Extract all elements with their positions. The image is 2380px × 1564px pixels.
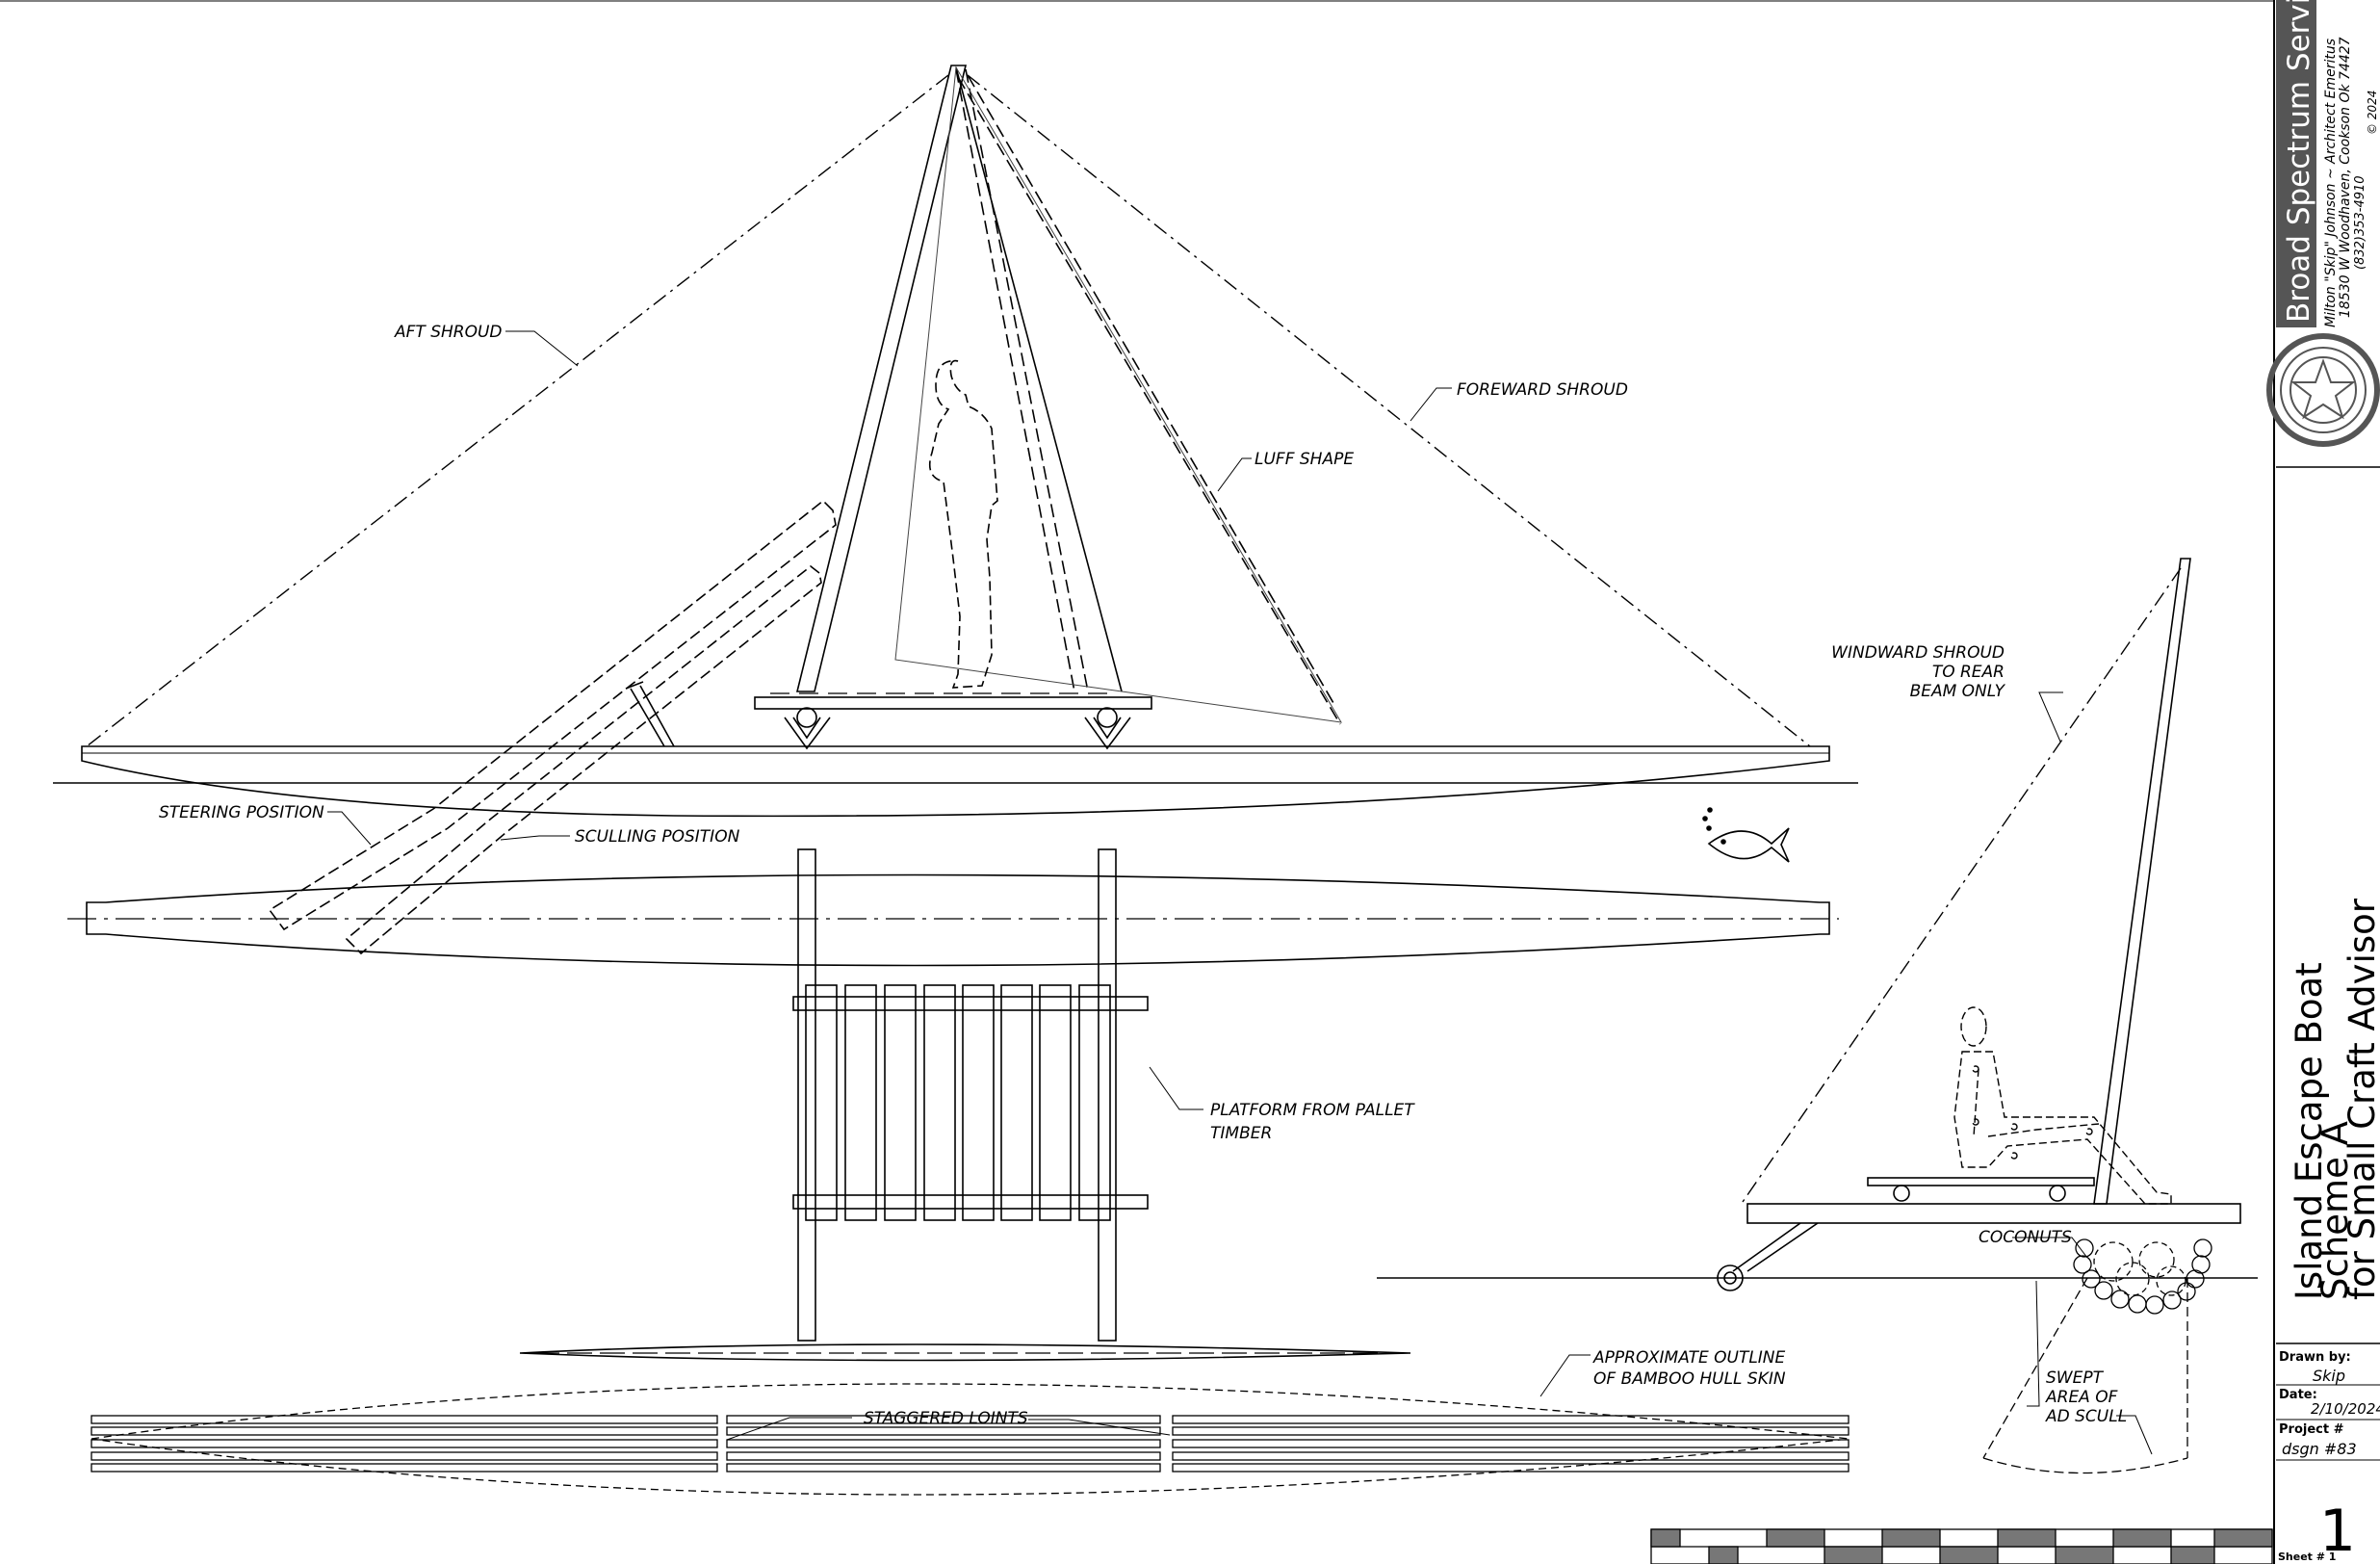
label-foreward-shroud: FOREWARD SHROUD (1457, 380, 1628, 400)
label-swept-3: AD SCULL (2045, 1407, 2127, 1426)
label-swept-2: AREA OF (2045, 1388, 2118, 1407)
project-title-2: Scheme A (2315, 1121, 2356, 1300)
copyright-line: © 2024 (2366, 91, 2379, 135)
platform-deck-side (754, 696, 1152, 710)
shrouds (86, 74, 1811, 747)
drawn-by-label: Drawn by: (2279, 1350, 2351, 1365)
crossbeam-fore (1098, 848, 1117, 1342)
sheet-number: 1 (2319, 1498, 2356, 1564)
foreward-shroud-line (967, 74, 1811, 747)
end-view-bench (1867, 1177, 2095, 1186)
scale-bar (1650, 1528, 2273, 1564)
hull-plan-outline (86, 873, 1830, 967)
leaders-side (327, 330, 1452, 846)
pallet-platform (792, 984, 1149, 1221)
seated-figure (1953, 1006, 2172, 1205)
crossbeam-aft (797, 848, 816, 1342)
project-title-3: for Small Craft Advisor (2341, 898, 2380, 1300)
label-outline-2: OF BAMBOO HULL SKIN (1593, 1369, 1786, 1389)
mast (795, 65, 968, 692)
label-swept-1: SWEPT (2046, 1368, 2105, 1388)
swept-scull-area (1982, 1277, 2188, 1474)
end-view-beam (1746, 1203, 2241, 1224)
title-block: Broad Spectrum Services Milton "Skip" Jo… (2266, 0, 2380, 1564)
side-elevation (53, 65, 1858, 955)
oars-dashed (268, 499, 837, 955)
label-staggered-joints: STAGGERED LOINTS (864, 1409, 1028, 1428)
company-band (2276, 0, 2316, 327)
bamboo-hull-skin-outline (91, 1383, 1850, 1496)
star-seal-icon (2266, 333, 2380, 447)
sheet-label: Sheet # 1 (2278, 1551, 2336, 1563)
end-view-mast (2093, 558, 2191, 1205)
outrigger-float (519, 1343, 1411, 1362)
steering-oar (268, 499, 837, 931)
sail-outline (894, 65, 1342, 723)
standing-figure (928, 359, 998, 689)
date-value: 2/10/2024 (2311, 1400, 2380, 1418)
project-title-1: Island Escape Boat (2289, 962, 2330, 1300)
beam-end-aft (796, 707, 817, 728)
project-label: Project # (2279, 1422, 2344, 1437)
drawing-labels: AFT SHROUD FOREWARD SHROUD LUFF SHAPE ST… (159, 323, 2127, 1428)
coconut-ballast (2073, 1238, 2212, 1315)
drawn-by-value: Skip (2313, 1367, 2345, 1385)
oar-lock-post (625, 681, 675, 747)
label-platform-1: PLATFORM FROM PALLET (1210, 1101, 1415, 1120)
company-name: Broad Spectrum Services (2282, 0, 2316, 323)
label-windward-3: BEAM ONLY (1910, 682, 2006, 701)
label-outline-1: APPROXIMATE OUTLINE (1592, 1348, 1786, 1368)
label-sculling-position: SCULLING POSITION (575, 827, 740, 847)
hull-side-profile (81, 745, 1830, 818)
date-label: Date: (2279, 1388, 2317, 1402)
windward-shroud-line (1742, 567, 2182, 1203)
label-aft-shroud: AFT SHROUD (394, 323, 503, 342)
address-line: 18530 W Woodhaven, Cookson Ok 74427 (2338, 37, 2353, 318)
fish-icon (1702, 807, 1790, 863)
leaders-plan (726, 1066, 1591, 1441)
project-value: dsgn #83 (2282, 1440, 2357, 1458)
sculling-oar (345, 564, 822, 955)
label-luff-shape: LUFF SHAPE (1255, 450, 1354, 469)
label-steering-position: STEERING POSITION (159, 803, 324, 822)
label-coconuts: COCONUTS (1979, 1228, 2072, 1247)
aft-shroud-line (86, 74, 949, 747)
label-windward-1: WINDWARD SHROUD (1831, 643, 2005, 663)
leaders-end (2012, 691, 2153, 1455)
end-view-hull-round (1717, 1264, 1744, 1291)
plan-view (67, 848, 1850, 1496)
bamboo-strips (91, 1415, 1850, 1473)
label-platform-2: TIMBER (1210, 1124, 1272, 1143)
phone-line: (832)353-4910 (2353, 175, 2367, 270)
mast-alternate-dashed (955, 68, 1341, 725)
end-view (1377, 558, 2258, 1474)
beam-end-fore (1097, 707, 1118, 728)
architect-line: Milton "Skip" Johnson ~ Architect Emerit… (2323, 39, 2339, 327)
label-windward-2: TO REAR (1932, 663, 2005, 682)
